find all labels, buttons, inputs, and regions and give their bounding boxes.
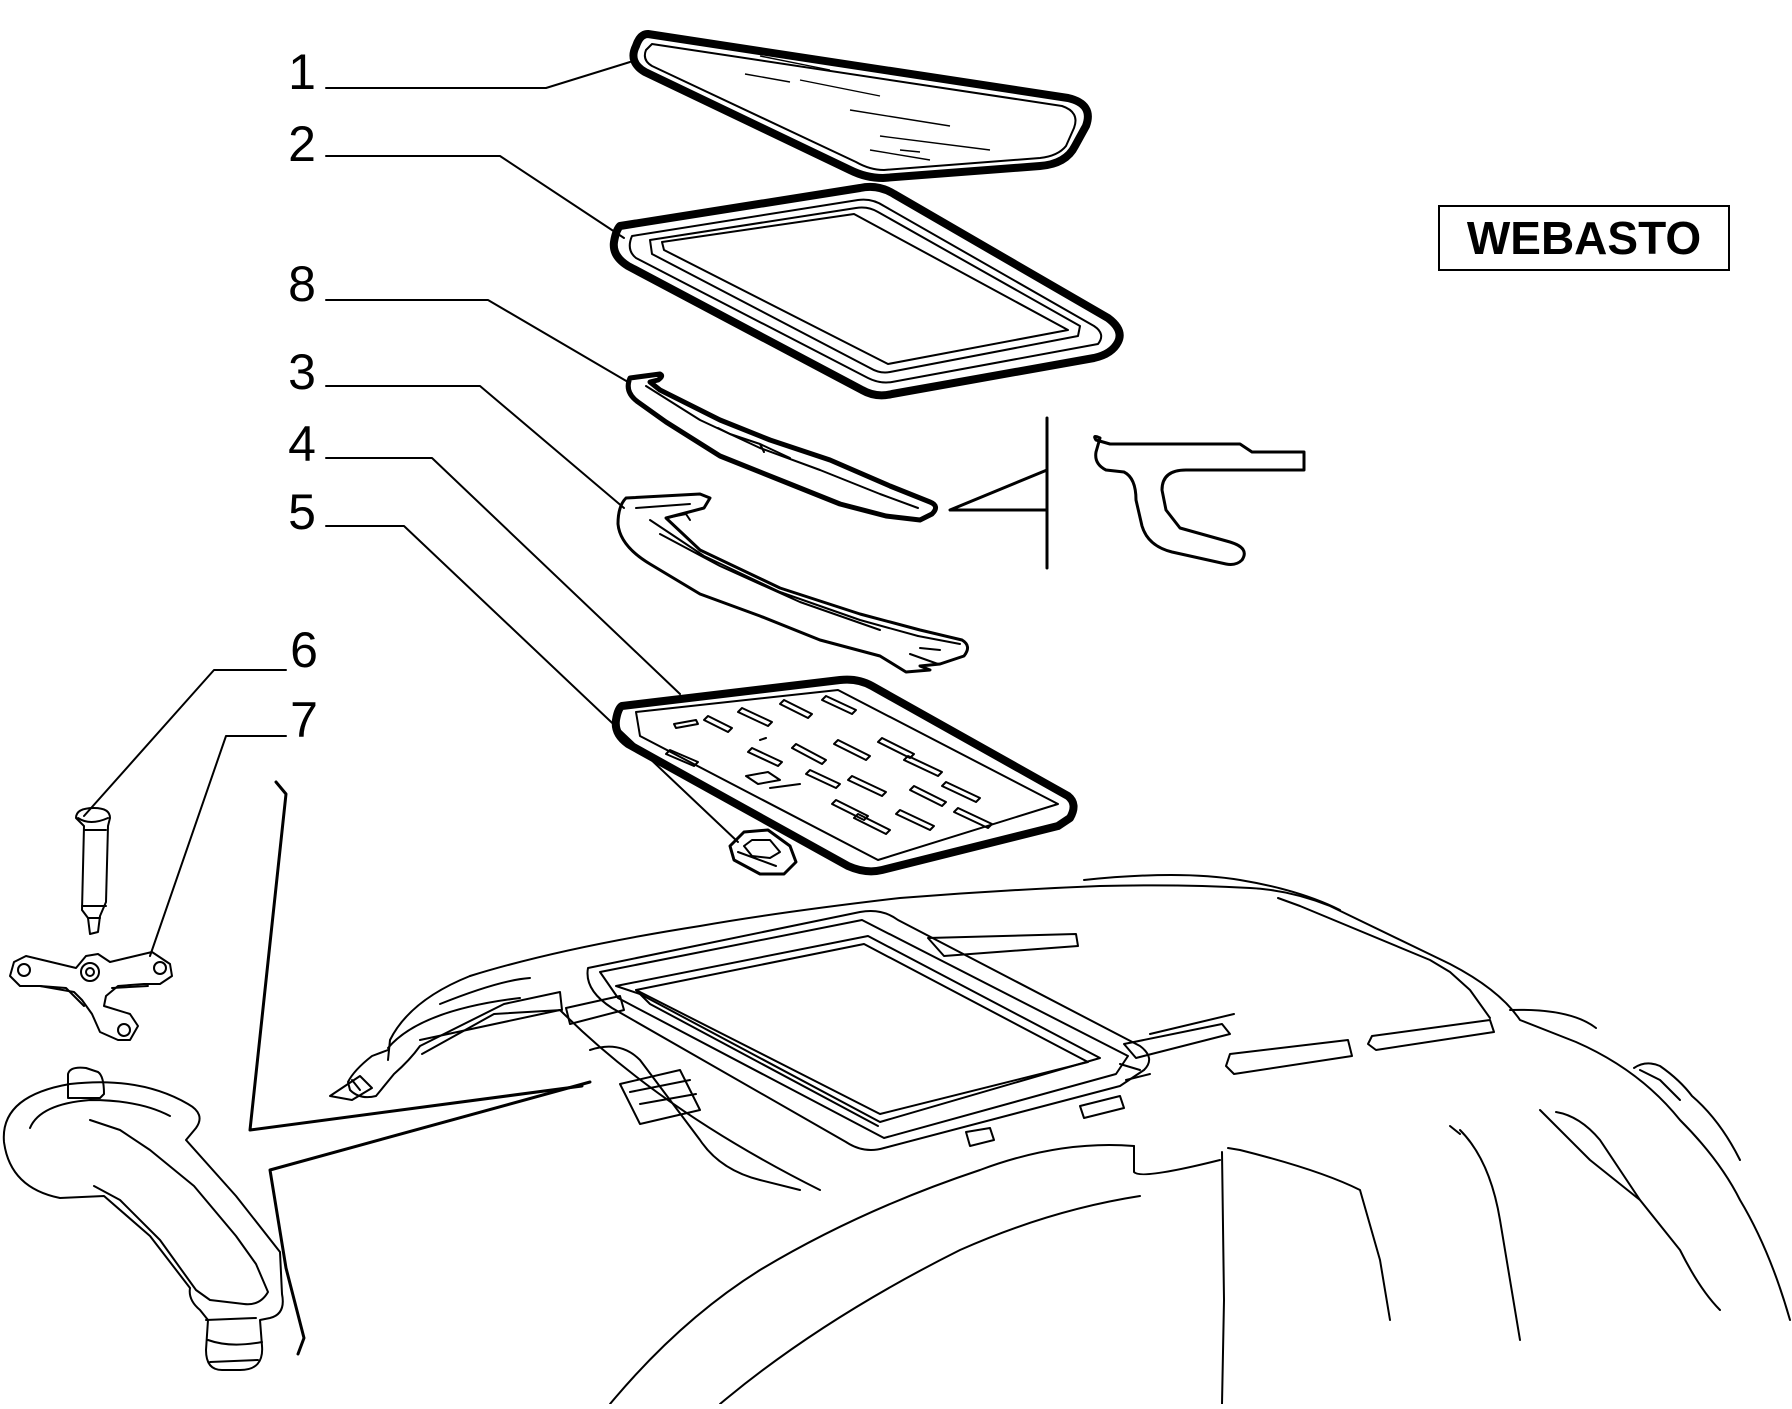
part-1-glass-panel bbox=[629, 30, 1092, 182]
part-3-wind-deflector bbox=[616, 492, 969, 674]
part-2-frame-seal bbox=[609, 182, 1124, 400]
part-4-sunshade-panel bbox=[611, 675, 1078, 876]
callout-8: 8 bbox=[288, 256, 316, 312]
callout-2: 2 bbox=[288, 116, 316, 172]
part-5-handle bbox=[728, 828, 798, 876]
group-bracket-lines bbox=[248, 780, 592, 1356]
part-6-pin bbox=[75, 807, 111, 935]
callout-6: 6 bbox=[290, 622, 318, 678]
car-roof-sketch bbox=[329, 874, 1791, 1405]
crank-tool bbox=[2, 1066, 284, 1371]
part-8-deflector-strip bbox=[625, 371, 938, 523]
leader-lines bbox=[83, 61, 739, 957]
part-7-bracket bbox=[9, 951, 173, 1041]
seal-profile-detail bbox=[948, 416, 1306, 570]
brand-label: WEBASTO bbox=[1466, 212, 1702, 264]
brand-label-box: WEBASTO bbox=[1438, 205, 1730, 271]
callout-1: 1 bbox=[288, 44, 316, 100]
callout-3: 3 bbox=[288, 344, 316, 400]
callout-7: 7 bbox=[290, 692, 318, 748]
callout-4: 4 bbox=[288, 416, 316, 472]
callout-5: 5 bbox=[288, 484, 316, 540]
